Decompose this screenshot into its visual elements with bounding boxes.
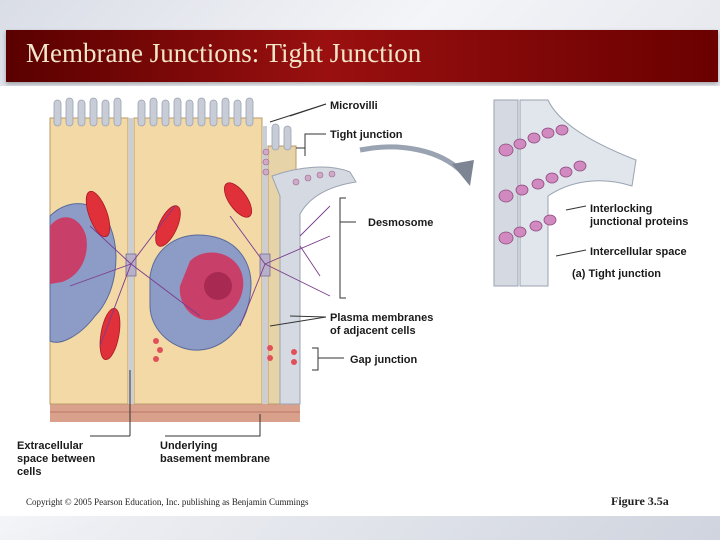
basement-membrane bbox=[50, 404, 300, 422]
tight-junction-diagram bbox=[49, 97, 637, 437]
label-intercellular-space: Intercellular space bbox=[590, 246, 687, 258]
label-plasma-membranes-1: Plasma membranes bbox=[330, 312, 434, 324]
nucleus-left bbox=[49, 203, 117, 343]
leader-lines bbox=[90, 103, 587, 437]
label-underlying-2: basement membrane bbox=[160, 453, 271, 465]
label-gap-junction: Gap junction bbox=[350, 354, 418, 366]
label-extracellular-2: space between bbox=[17, 453, 96, 465]
nucleus-middle bbox=[149, 234, 252, 351]
label-desmosome: Desmosome bbox=[368, 217, 434, 229]
membrane-strip-right bbox=[519, 99, 637, 287]
title-bar: Membrane Junctions: Tight Junction bbox=[6, 30, 718, 82]
peeled-membrane bbox=[271, 166, 357, 405]
label-underlying-1: Underlying bbox=[160, 440, 218, 452]
gap-junctions bbox=[153, 338, 297, 365]
figure-number: Figure 3.5a bbox=[611, 494, 669, 508]
label-extracellular-3: cells bbox=[17, 466, 42, 478]
label-interlocking-1: Interlocking bbox=[590, 203, 653, 215]
figure-panel: Microvilli Tight junction Desmosome Plas… bbox=[0, 86, 720, 516]
tight-junction-detail bbox=[493, 99, 637, 287]
mitochondria bbox=[85, 182, 253, 361]
slide-title: Membrane Junctions: Tight Junction bbox=[26, 38, 422, 68]
label-microvilli: Microvilli bbox=[330, 100, 378, 112]
label-tight-junction: Tight junction bbox=[330, 129, 403, 141]
tight-junction-beads bbox=[262, 148, 336, 186]
label-extracellular-1: Extracellular bbox=[17, 440, 84, 452]
epithelial-cells-illustration bbox=[49, 97, 357, 422]
copyright-notice: Copyright © 2005 Pearson Education, Inc.… bbox=[26, 497, 309, 507]
label-interlocking-2: junctional proteins bbox=[590, 216, 689, 228]
microvilli bbox=[53, 97, 292, 151]
magnify-arrowhead bbox=[452, 160, 474, 186]
label-tight-junction-caption: (a) Tight junction bbox=[572, 268, 662, 280]
junctional-proteins bbox=[498, 124, 587, 245]
magnify-arrow bbox=[359, 144, 464, 174]
label-plasma-membranes-2: of adjacent cells bbox=[330, 325, 416, 337]
intermediate-filaments bbox=[69, 205, 331, 347]
